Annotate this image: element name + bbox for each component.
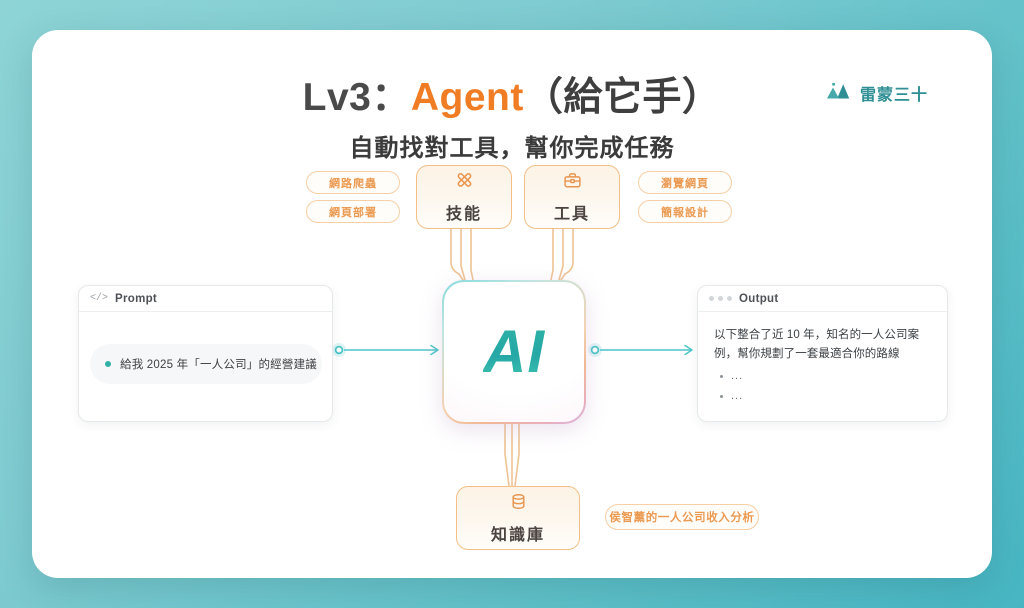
prompt-panel-body: 給我 2025 年「一人公司」的經營建議: [79, 312, 332, 421]
code-icon: </>: [90, 293, 109, 304]
prompt-panel-title: Prompt: [115, 292, 158, 305]
output-text: 以下整合了近 10 年，知名的一人公司案 例，幫你規劃了一套最適合你的路線: [698, 312, 947, 364]
crossed-tools-icon: [455, 171, 474, 195]
node-skill[interactable]: 技能: [416, 165, 512, 229]
prompt-panel-header: </> Prompt: [79, 286, 332, 312]
prompt-message-text: 給我 2025 年「一人公司」的經營建議: [120, 359, 317, 371]
slide-card: Lv3：Agent（給它手） 自動找對工具，幫你完成任務 雷蒙三十: [32, 30, 992, 578]
output-line-1: 以下整合了近 10 年，知名的一人公司案: [714, 329, 920, 341]
ai-core[interactable]: AI: [442, 280, 586, 424]
output-bullet-1: ...: [720, 367, 947, 387]
output-panel-header: Output: [698, 286, 947, 312]
tag-right-1[interactable]: 瀏覽網頁: [638, 171, 732, 194]
window-dot-1: [709, 296, 714, 301]
window-dots-icon: [709, 296, 732, 301]
output-line-2: 例，幫你規劃了一套最適合你的路線: [714, 347, 900, 360]
output-panel-body: 以下整合了近 10 年，知名的一人公司案 例，幫你規劃了一套最適合你的路線 ..…: [698, 312, 947, 421]
tag-right-2[interactable]: 簡報設計: [638, 200, 732, 223]
output-panel: Output 以下整合了近 10 年，知名的一人公司案 例，幫你規劃了一套最適合…: [697, 285, 948, 422]
node-tool[interactable]: 工具: [524, 165, 620, 229]
title-prefix: Lv3：: [302, 76, 411, 119]
output-bullet-list: ... ...: [698, 367, 947, 407]
prompt-bullet-icon: [105, 361, 111, 367]
node-skill-label: 技能: [445, 205, 482, 223]
toolbox-icon: [563, 171, 582, 195]
title-suffix: （給它手）: [523, 76, 722, 119]
window-dot-3: [727, 296, 732, 301]
output-bullet-2: ...: [720, 387, 947, 407]
window-dot-2: [718, 296, 723, 301]
page-subtitle: 自動找對工具，幫你完成任務: [349, 135, 675, 162]
logo-text: 雷蒙三十: [860, 86, 929, 104]
node-tool-label: 工具: [553, 205, 590, 223]
prompt-panel: </> Prompt 給我 2025 年「一人公司」的經營建議: [78, 285, 333, 422]
tag-left-2[interactable]: 網頁部署: [306, 200, 400, 223]
page-title: Lv3：Agent（給它手）: [32, 78, 992, 117]
output-panel-title: Output: [739, 292, 779, 305]
database-icon: [509, 492, 528, 516]
node-knowledge-base[interactable]: 知識庫: [456, 486, 580, 550]
tag-knowledge[interactable]: 侯智薰的一人公司收入分析: [605, 504, 759, 530]
node-knowledge-base-label: 知識庫: [490, 526, 545, 544]
ai-core-label: AI: [483, 318, 545, 385]
title-accent: Agent: [410, 76, 524, 119]
ai-core-inner: AI: [444, 282, 584, 422]
tag-left-1[interactable]: 網路爬蟲: [306, 171, 400, 194]
brand-logo: 雷蒙三十: [824, 80, 928, 105]
mountain-icon: [824, 80, 852, 105]
prompt-message[interactable]: 給我 2025 年「一人公司」的經營建議: [90, 344, 322, 384]
ai-to-output-arrow: [588, 343, 693, 357]
prompt-to-ai-arrow: [332, 343, 439, 357]
